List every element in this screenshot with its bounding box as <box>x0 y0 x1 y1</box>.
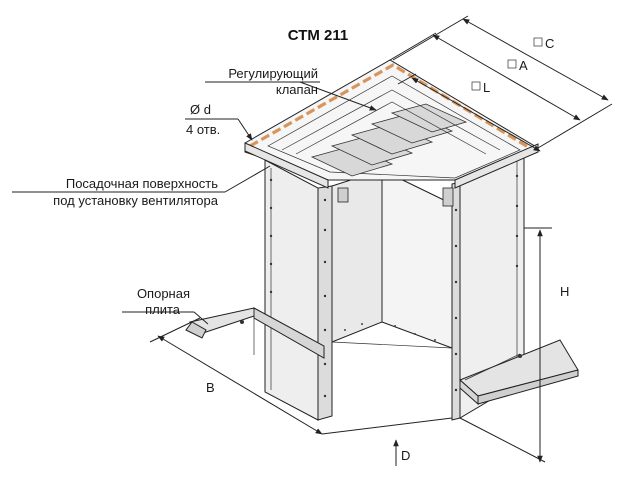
seat-label-line2: под установку вентилятора <box>53 193 219 208</box>
dim-label-b: B <box>206 380 215 395</box>
annotation-labels: Регулирующий клапан Ø d 4 отв. Посадочна… <box>53 66 318 317</box>
leader-lines <box>12 81 377 325</box>
dim-label-c: C <box>545 36 554 51</box>
drawing-title: СТМ 211 <box>288 27 348 44</box>
dimension-labels: C A L H B D <box>206 36 569 463</box>
holes-count-label: 4 отв. <box>186 122 220 137</box>
dim-label-d: D <box>401 448 410 463</box>
inner-back-panels <box>331 169 453 349</box>
dimension-lines <box>149 15 613 466</box>
plate-label-line1: Опорная <box>137 286 190 301</box>
valve-label-line1: Регулирующий <box>228 66 318 81</box>
left-side-panel <box>264 159 333 421</box>
valve-label-line2: клапан <box>276 82 318 97</box>
support-plate-right <box>459 339 579 406</box>
dim-label-l: L <box>483 80 490 95</box>
seat-label-line1: Посадочная поверхность <box>66 176 218 191</box>
dim-label-h: H <box>560 284 569 299</box>
holes-diameter-label: Ø d <box>190 102 211 117</box>
plate-label-line2: плита <box>145 302 181 317</box>
dim-label-a: A <box>519 58 528 73</box>
